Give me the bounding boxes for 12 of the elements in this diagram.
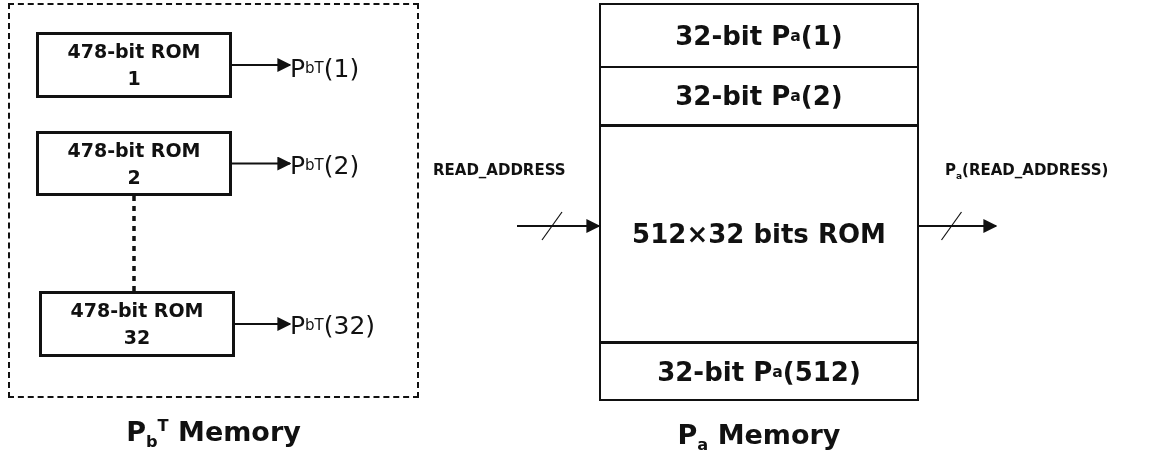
arrow <box>231 58 292 72</box>
rom-block: 478-bit ROM 1 <box>36 32 232 98</box>
arrow <box>234 317 292 331</box>
memory-row: 512×32 bits ROM <box>599 125 919 343</box>
memory-title: P$_{b}$$^{T}$ Memory <box>126 416 301 452</box>
rom-block: 478-bit ROM 32 <box>39 291 235 357</box>
edge-label: READ_ADDRESS <box>433 161 566 179</box>
edge-label: P$_{a}$(READ_ADDRESS) <box>945 161 1109 181</box>
dotted-line <box>132 196 136 291</box>
rom-block: 478-bit ROM 2 <box>36 131 232 196</box>
arrow <box>231 156 292 171</box>
memory-title: P$_{a}$ Memory <box>677 419 841 455</box>
